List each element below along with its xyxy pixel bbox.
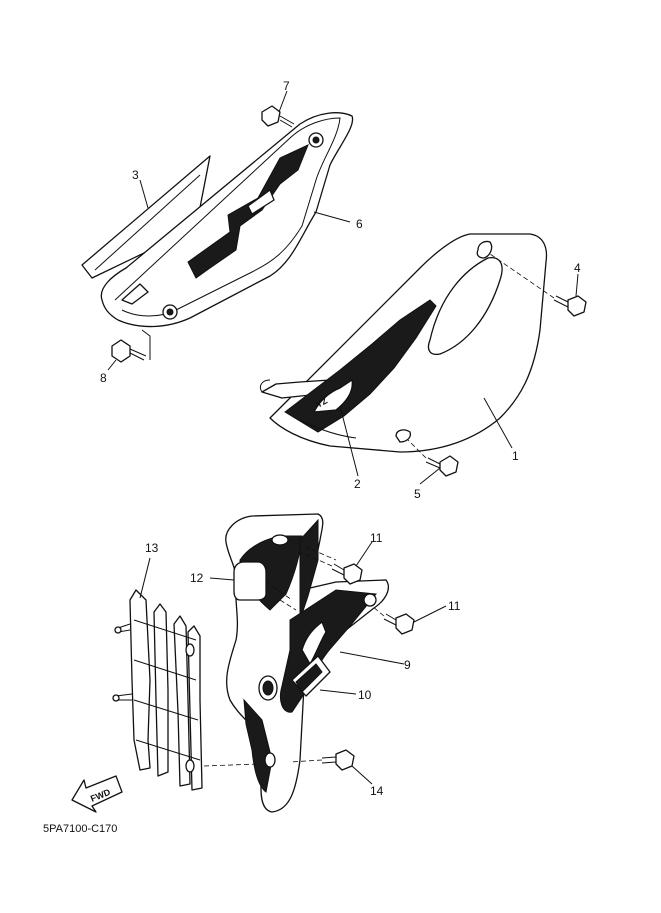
part-8-bolt [111, 329, 151, 363]
callout-9: 9 [404, 658, 411, 672]
callout-6: 6 [356, 217, 363, 231]
part-2-logo-text: YZ [314, 395, 329, 409]
part-9-radiator-cover [225, 513, 389, 813]
callout-12: 14 [370, 784, 384, 798]
part-4-bolt [489, 253, 587, 317]
callout-11-upper: 11 [370, 531, 383, 545]
callout-7: 7 [283, 79, 290, 93]
part-2-graphic: YZ [284, 299, 437, 439]
callout-4: 4 [574, 261, 581, 275]
callout-13: 12 [190, 571, 204, 585]
diagram-code: 5PA7100-C170 [43, 823, 117, 835]
callout-labels: 7 3 6 4 8 1 2 5 11 13 12 11 9 10 14 [100, 79, 581, 798]
callout-8: 8 [100, 371, 107, 385]
part-6-side-cover-left [100, 112, 354, 328]
part-5-bolt [407, 439, 459, 477]
part-11-bolt-lower [371, 605, 415, 635]
callout-1: 1 [512, 449, 519, 463]
callout-3: 3 [132, 168, 139, 182]
callout-11-lower: 11 [448, 599, 461, 613]
part-13-damper [233, 561, 293, 601]
leader-lines [107, 90, 579, 785]
callout-14: 13 [145, 541, 159, 555]
fwd-arrow-icon: FWD [71, 775, 123, 813]
callout-10: 10 [358, 688, 372, 702]
part-10-graphic [291, 655, 331, 697]
part-11-bolt-upper [299, 551, 363, 585]
callout-5: 5 [414, 487, 421, 501]
part-7-bolt [261, 105, 295, 128]
callout-2: 2 [354, 477, 361, 491]
